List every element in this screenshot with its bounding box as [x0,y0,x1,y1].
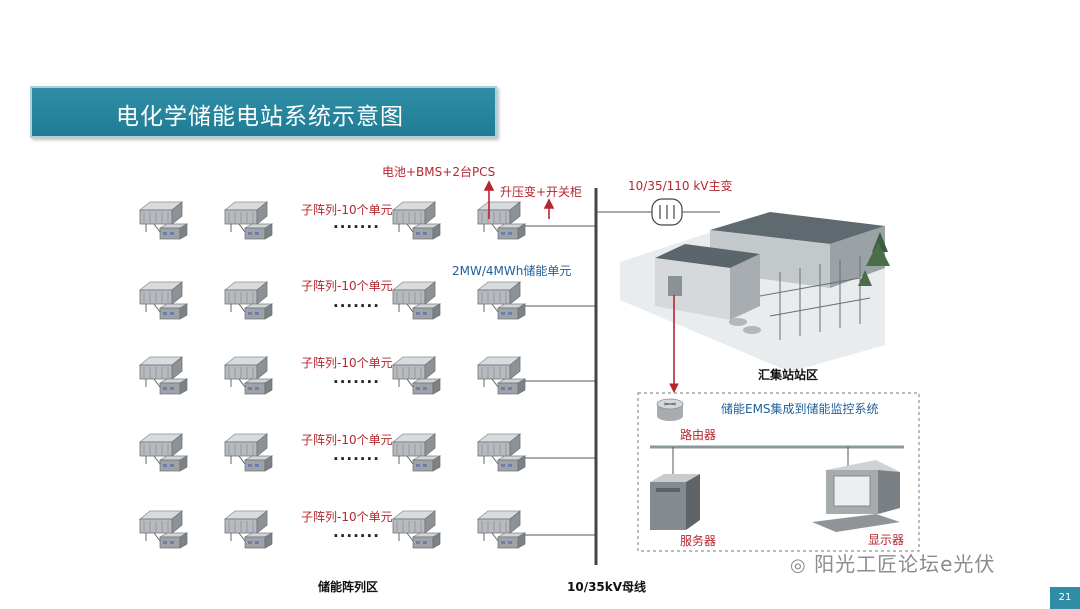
page-number: 21 [1050,587,1080,609]
storage-unit [477,510,526,549]
watermark: ◎ 阳光工匠论坛e光伏 [790,548,995,577]
page-title: 电化学储能电站系统示意图 [116,104,404,130]
server-label: 服务器 [680,534,717,548]
title-bar: 电化学储能电站系统示意图 [30,86,497,138]
main-transformer-label: 10/35/110 kV主变 [628,179,733,193]
ems-boundary [637,392,920,552]
storage-unit [392,510,441,549]
storage-unit [392,281,441,320]
storage-unit [392,433,441,472]
storage-unit [477,281,526,320]
ems-label: 储能EMS集成到储能监控系统 [721,402,879,416]
storage-unit [139,281,188,320]
storage-unit [139,510,188,549]
ellipsis: ······· [333,450,380,468]
bus-label: 10/35kV母线 [567,580,647,594]
ellipsis: ······· [333,297,380,315]
storage-unit [477,433,526,472]
ellipsis: ······· [333,373,380,391]
storage-unit [139,356,188,395]
storage-unit [224,433,273,472]
battery-label: 电池+BMS+2台PCS [382,165,496,179]
server-icon [650,474,700,530]
feeder-lines [525,225,596,536]
storage-unit [224,201,273,240]
unit-label: 2MW/4MWh储能单元 [452,264,572,278]
watermark-text: 阳光工匠论坛e光伏 [814,552,996,576]
storage-unit [139,433,188,472]
transformer-symbol-icon [651,198,683,226]
substation-illustration [620,212,890,372]
router-label: 路由器 [680,428,717,442]
subarray-label: 子阵列-10个单元 [301,279,393,293]
router-icon [656,398,684,421]
subarray-label: 子阵列-10个单元 [301,510,393,524]
station-area-label: 汇集站站区 [758,368,819,382]
station-to-router-arrow [669,295,679,394]
storage-unit [139,201,188,240]
storage-unit [224,356,273,395]
storage-unit [224,281,273,320]
array-area-label: 储能阵列区 [318,580,379,594]
transformer-label: 升压变+开关柜 [500,185,583,199]
subarray-label: 子阵列-10个单元 [301,356,393,370]
pointer-arrows [483,180,555,219]
monitor-icon [812,460,900,532]
subarray-label: 子阵列-10个单元 [301,203,393,217]
subarray-label: 子阵列-10个单元 [301,433,393,447]
ellipsis: ······· [333,527,380,545]
storage-unit [477,201,526,240]
storage-unit [392,201,441,240]
storage-unit [224,510,273,549]
ellipsis: ······· [333,218,380,236]
display-label: 显示器 [868,533,905,547]
wechat-icon: ◎ [790,555,807,576]
storage-unit [477,356,526,395]
storage-unit [392,356,441,395]
